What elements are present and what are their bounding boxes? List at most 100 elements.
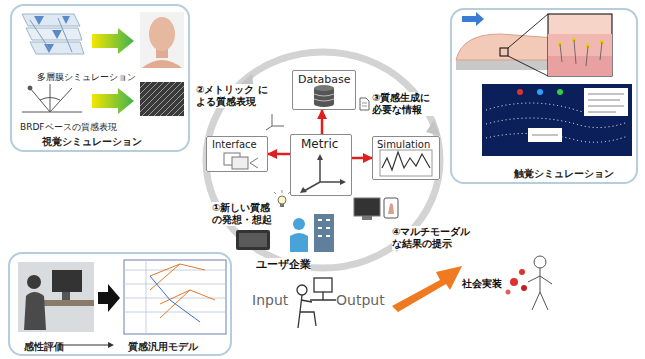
target-label: 社会実装 [462, 278, 502, 290]
user-icon [290, 233, 308, 252]
tactile-figure [560, 40, 602, 66]
metric-axes [300, 187, 307, 193]
tactile-figure [548, 14, 612, 76]
brdf-figure [22, 84, 82, 112]
society-figure [506, 290, 511, 295]
society-figure [534, 256, 546, 268]
evaluation-photo [27, 275, 41, 289]
interface-icon [224, 153, 258, 169]
seated-person [310, 292, 336, 300]
metric-box: Metric [290, 134, 352, 196]
interface-icon [250, 158, 258, 168]
tactile-figure [456, 34, 556, 60]
multilayer-figure [26, 28, 82, 40]
tactile-figure [482, 84, 632, 156]
metric-small-icon [266, 114, 284, 130]
user-icon [293, 218, 305, 230]
tactile-panel: 触覚シミュレーション [450, 8, 638, 184]
tactile-figure [548, 56, 612, 76]
tactile-figure [517, 89, 523, 95]
face-render [140, 12, 184, 68]
monitor-icon [384, 198, 398, 218]
database-box: Database [292, 70, 356, 110]
metric-axes [320, 181, 342, 183]
society-figure [528, 268, 552, 310]
box-title: Database [298, 73, 351, 86]
io-label: Input [252, 292, 288, 309]
face-render [149, 17, 175, 51]
tactile-figure [508, 14, 548, 76]
model-chart [150, 276, 200, 322]
panel-caption: 視覚シミュレーション [42, 136, 142, 148]
box-title: Interface [212, 139, 257, 151]
building-icon [314, 214, 334, 252]
metric-axes [304, 182, 320, 191]
bulb-icon [274, 190, 290, 194]
simulation-wave [382, 152, 430, 170]
evaluation-photo [24, 292, 46, 330]
metric-small-icon [266, 114, 284, 130]
red-arrow [321, 110, 324, 134]
panel-text: 多層膜シミュレーション [37, 72, 136, 83]
texture-render [140, 82, 184, 116]
brdf-figure [22, 112, 82, 113]
database-icon [314, 101, 334, 107]
seated-person [297, 278, 336, 328]
evaluation-photo [62, 292, 70, 300]
model-chart [150, 264, 215, 318]
society-figure [519, 269, 525, 275]
black-arrow [98, 284, 120, 312]
caption-arrow [62, 342, 114, 348]
tablet-icon [236, 230, 270, 250]
tactile-figure [548, 34, 612, 56]
simulation-box: Simulation [372, 136, 440, 180]
panel-caption: 質感汎用モデル [128, 341, 198, 353]
caption-arrow [108, 342, 114, 348]
box-fill [290, 134, 352, 196]
building-icon [318, 220, 330, 236]
brdf-figure [50, 88, 72, 112]
tactile-figure [456, 60, 556, 70]
user-icon [290, 218, 308, 252]
metric-axes [317, 154, 323, 160]
output-arrow [392, 266, 462, 312]
panel-text: BRDFベースの質感表現 [20, 122, 117, 133]
face-render [140, 12, 184, 68]
evaluation-photo [18, 262, 94, 332]
caption-arrow [62, 345, 110, 346]
model-chart [124, 260, 226, 334]
document-icon [360, 98, 369, 110]
monitor-icon [388, 203, 394, 214]
multilayer-figure [30, 18, 72, 52]
tactile-figure [584, 88, 628, 116]
model-chart [124, 260, 226, 334]
metric-axes [340, 179, 346, 185]
simulation-wave [380, 150, 432, 176]
brdf-figure [40, 98, 60, 101]
texture-render [140, 82, 184, 116]
bulb-icon [278, 196, 286, 204]
bulb-icon [274, 190, 290, 207]
simulation-wave [380, 150, 432, 176]
output-arrow [392, 266, 462, 312]
model-chart [124, 260, 226, 334]
brdf-figure [28, 86, 32, 90]
gradient-arrow [92, 28, 134, 114]
tactile-figure [532, 135, 558, 136]
tactile-figure [588, 94, 624, 112]
monitor-icon [362, 216, 372, 220]
step-label: ③質感生成に 必要な情報 [372, 92, 434, 116]
monitor-icon [354, 198, 398, 220]
box-fill [206, 136, 268, 172]
gradient-arrow [92, 88, 134, 114]
evaluation-panel: 感性評価質感汎用モデル [8, 252, 232, 356]
evaluation-photo [52, 270, 82, 292]
visual-panel: 多層膜シミュレーション BRDFベースの質感表現視覚シミュレーション [10, 4, 190, 152]
database-icon [314, 85, 334, 107]
document-icon [360, 98, 369, 110]
metric-axes [300, 154, 346, 193]
evaluation-photo [40, 300, 94, 306]
